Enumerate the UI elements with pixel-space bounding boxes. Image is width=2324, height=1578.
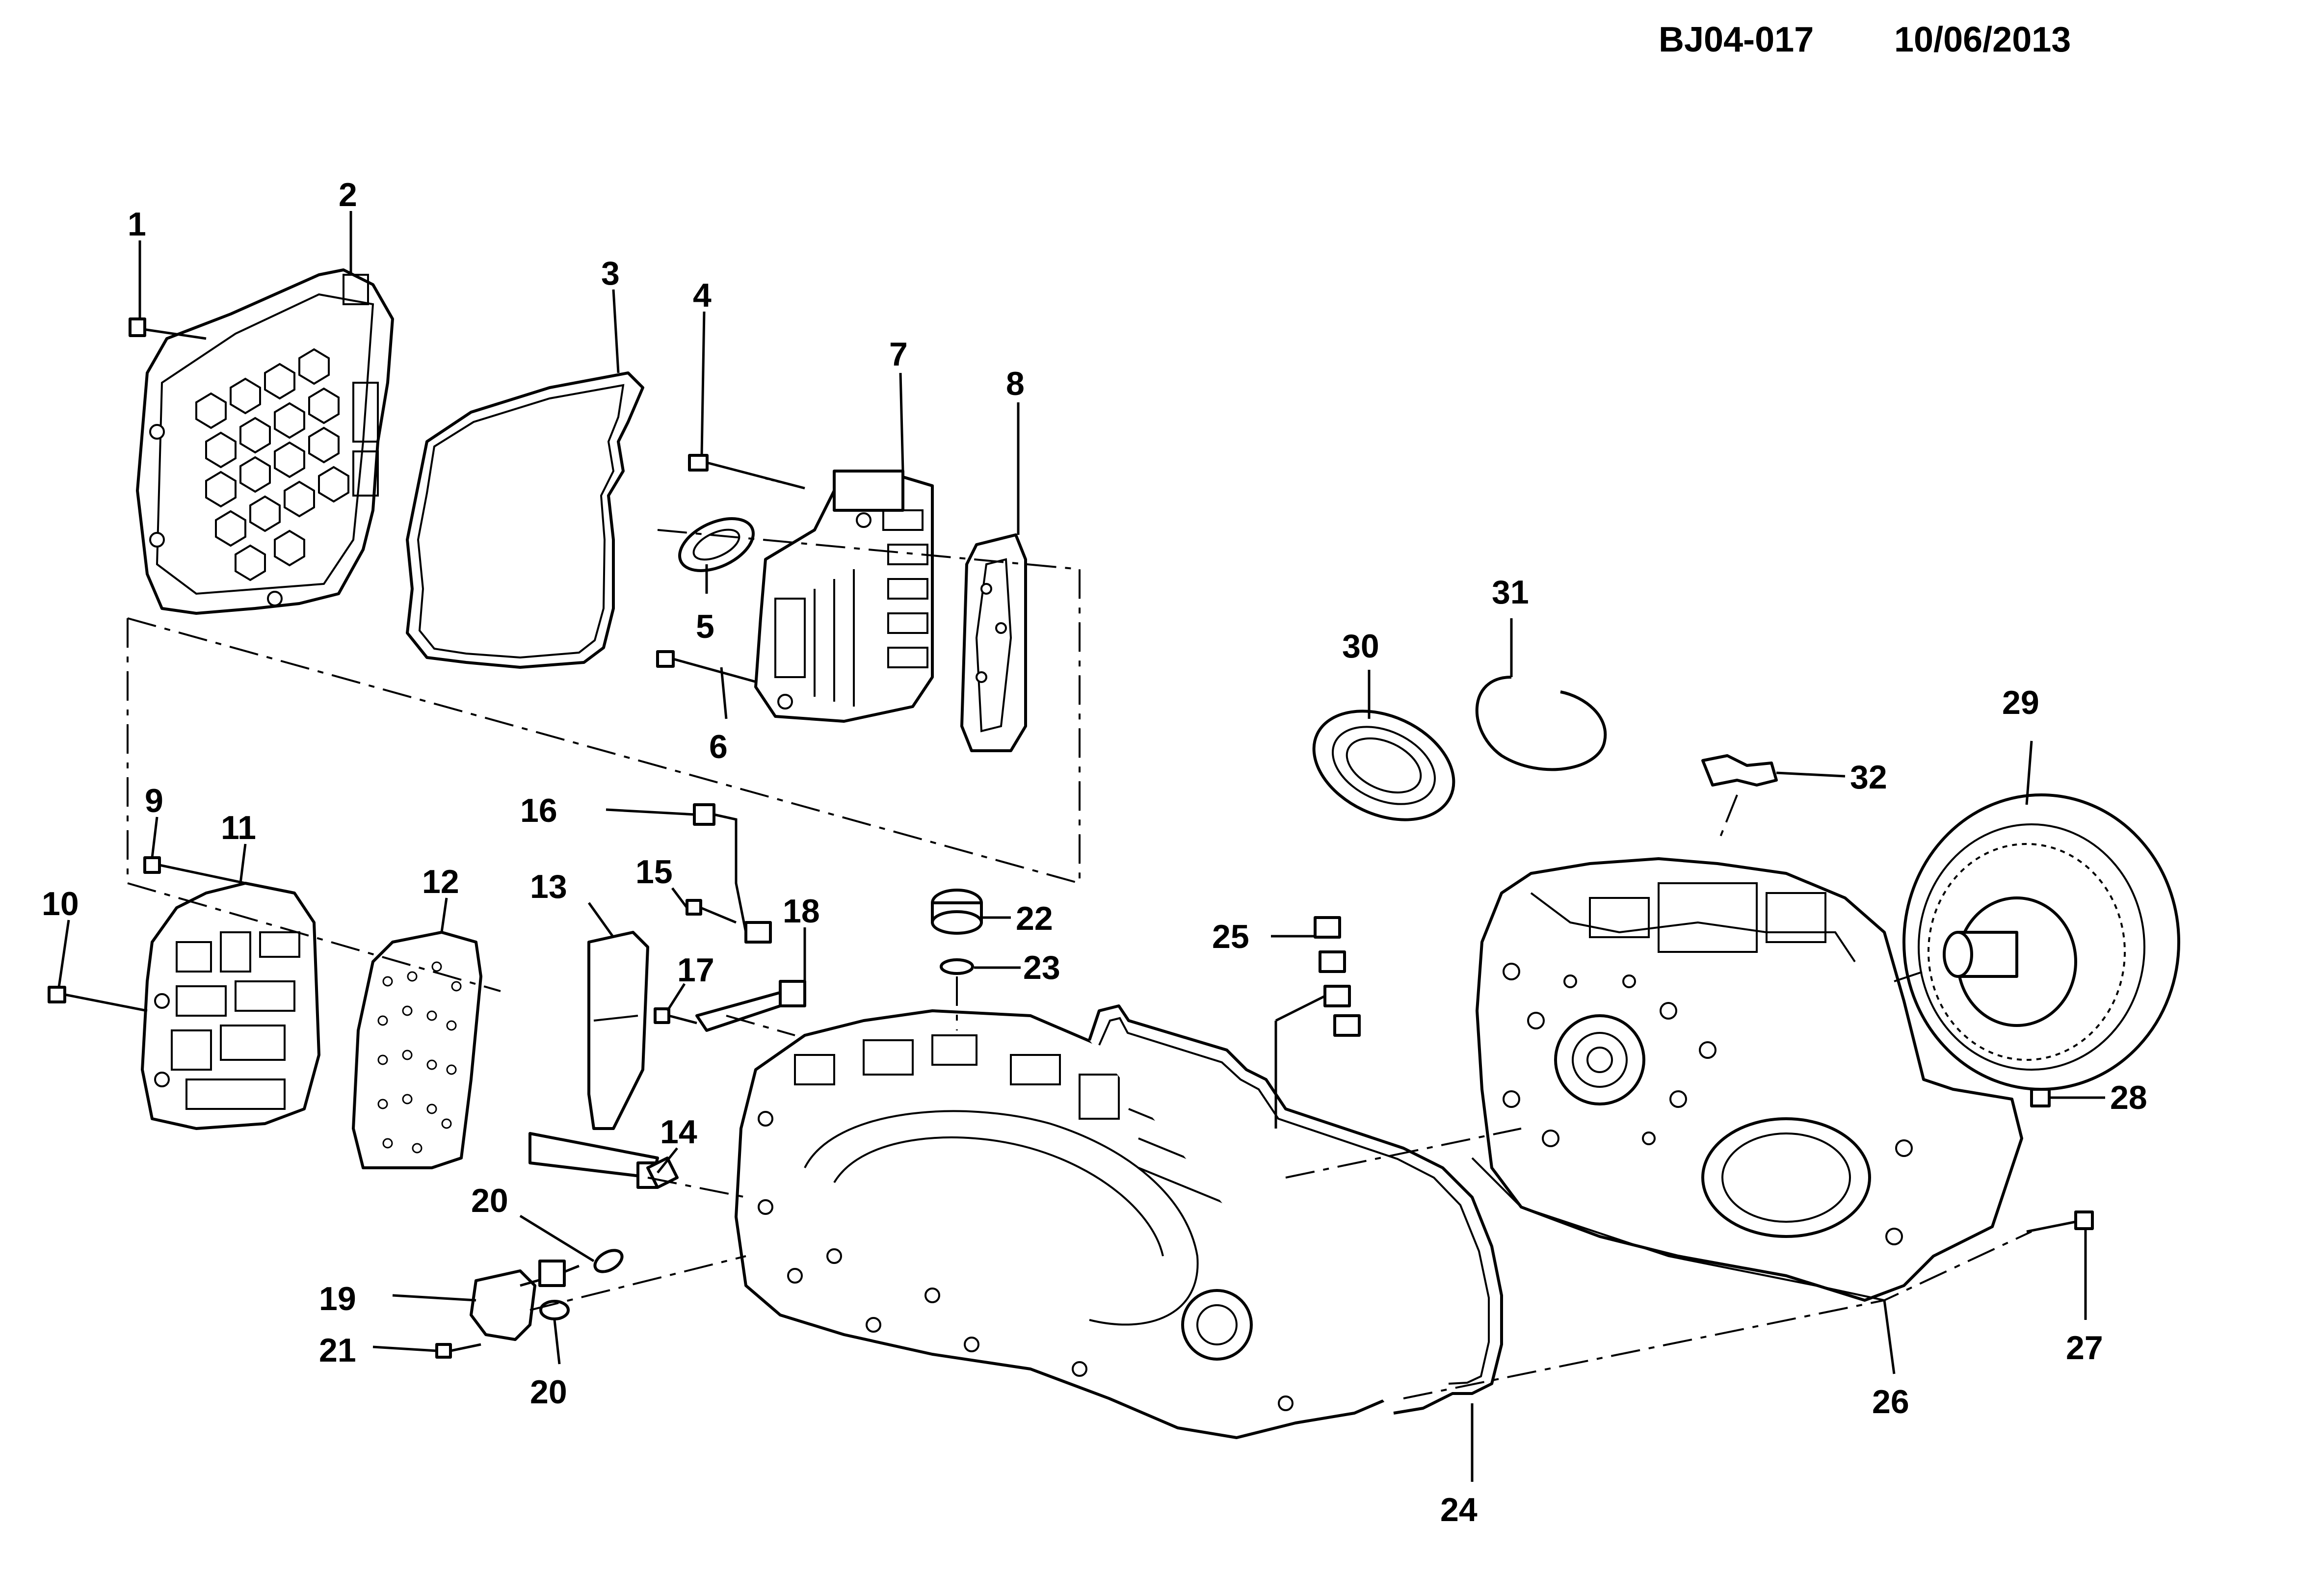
callout-12: 12 [422, 863, 459, 900]
callout-7: 7 [889, 336, 908, 373]
wiring-harness-13-icon [528, 931, 659, 1189]
plug-28-icon [2030, 1088, 2051, 1107]
callout-24: 24 [1440, 1491, 1478, 1528]
callout-5: 5 [696, 608, 714, 645]
clip-32-icon [1701, 754, 1778, 787]
bolt-6-icon [656, 650, 766, 686]
valve-body-cover-icon [136, 268, 394, 615]
bracket-18-icon [695, 980, 806, 1032]
filter-5-icon [678, 517, 755, 572]
seal-30-icon [1312, 710, 1455, 821]
callout-29: 29 [2002, 684, 2039, 721]
bolt-1-icon [129, 317, 207, 340]
callout-17: 17 [677, 951, 714, 989]
valve-body-11-icon [141, 882, 320, 1130]
separator-plate-12-icon [352, 931, 482, 1169]
callout-31: 31 [1492, 574, 1529, 611]
callout-4: 4 [693, 277, 712, 314]
callout-27: 27 [2066, 1329, 2103, 1367]
callout-30: 30 [1342, 628, 1379, 665]
housing-flange-26-icon [1471, 1157, 1885, 1301]
callout-11: 11 [221, 809, 256, 846]
o-ring-20a-icon [593, 1249, 624, 1273]
callout-8: 8 [1006, 365, 1025, 402]
bolt-10-icon [48, 986, 148, 1012]
leader-lines [57, 211, 2105, 1482]
callout-25: 25 [1212, 918, 1249, 955]
callout-6: 6 [709, 728, 728, 765]
o-ring-23-icon [940, 958, 974, 975]
callout-9: 9 [145, 782, 163, 819]
callout-21: 21 [319, 1332, 356, 1369]
filler-cap-22-icon [931, 889, 983, 935]
callout-23: 23 [1023, 949, 1060, 986]
callout-10: 10 [42, 885, 79, 922]
callout-2: 2 [339, 176, 357, 213]
callout-14: 14 [660, 1113, 697, 1151]
callout-13: 13 [530, 868, 567, 905]
converter-housing-icon [1476, 857, 2023, 1302]
bolt-15-icon [686, 899, 737, 924]
callout-20a: 20 [471, 1182, 508, 1219]
callout-1: 1 [128, 206, 146, 243]
gasket-3-icon [406, 371, 644, 669]
callout-labels: 1 2 3 4 5 6 7 8 9 10 11 12 13 14 15 16 1… [42, 176, 2147, 1528]
callout-26: 26 [1872, 1383, 1909, 1420]
callout-3: 3 [601, 255, 620, 292]
solenoid-19-icon [470, 1260, 580, 1341]
snap-ring-31-icon [1475, 676, 1607, 771]
speed-sensor-16-icon [693, 803, 772, 944]
bolt-17-icon [654, 1007, 697, 1025]
callout-16: 16 [520, 792, 557, 829]
plate-8-icon [960, 533, 1027, 752]
callout-32: 32 [1850, 759, 1887, 796]
case-gasket-24-icon [1088, 1004, 1503, 1415]
callout-18: 18 [783, 893, 820, 930]
bolt-9-icon [143, 856, 246, 885]
control-valve-body-7-icon [754, 470, 934, 723]
torque-converter-29-icon [1902, 793, 2180, 1091]
drawing-date: 10/06/2013 [1894, 20, 2071, 59]
drawing-id: BJ04-017 [1659, 20, 1814, 59]
callout-19: 19 [319, 1280, 356, 1317]
bolt-4-icon [688, 454, 805, 490]
bolt-27-icon [2026, 1210, 2094, 1233]
callout-22: 22 [1016, 900, 1053, 937]
bolt-21-icon [435, 1343, 481, 1359]
callout-28: 28 [2110, 1079, 2147, 1116]
bracket-25-icon [1314, 916, 1361, 1037]
callout-20b: 20 [530, 1373, 567, 1411]
callout-15: 15 [635, 853, 673, 891]
